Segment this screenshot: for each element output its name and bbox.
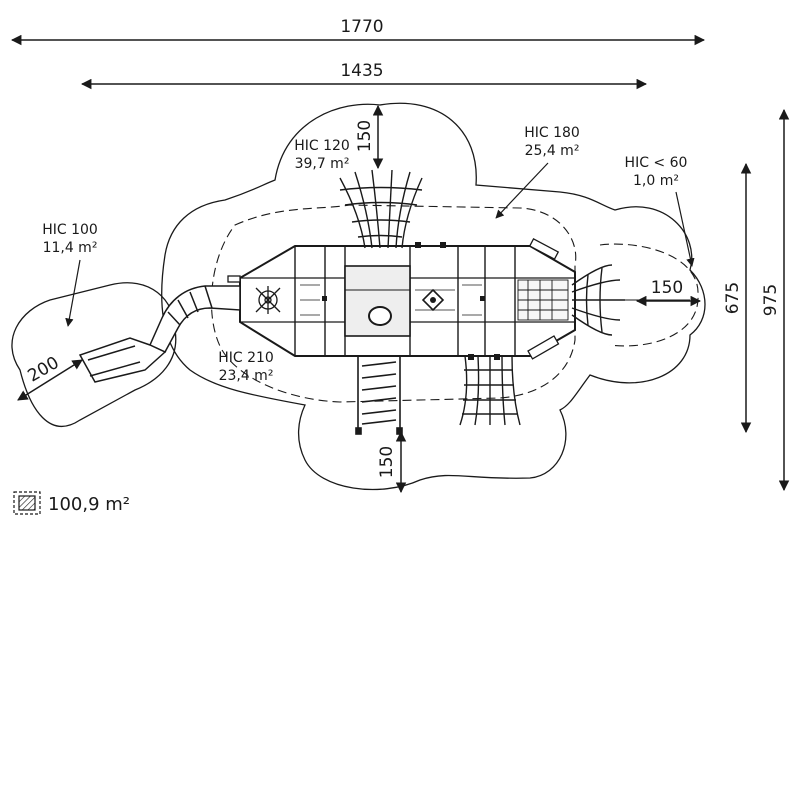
hic-120-label: HIC 120 xyxy=(294,138,350,154)
deco-wheel-icon xyxy=(255,286,281,314)
dimension-structure-width: 1435 xyxy=(80,61,648,90)
total-area-label: 100,9 m² xyxy=(48,494,130,515)
diamond-panel-icon xyxy=(421,288,445,312)
right-clearance-label: 150 xyxy=(651,278,683,298)
dimension-right-clearance: 150 xyxy=(635,278,702,307)
hic-zone-60: HIC < 60 1,0 m² xyxy=(625,155,695,267)
hic-60-label: HIC < 60 xyxy=(625,155,688,171)
top-clearance-label: 150 xyxy=(355,120,375,152)
hic-180-label: HIC 180 xyxy=(524,125,580,141)
hic-zone-120: HIC 120 39,7 m² xyxy=(294,138,350,172)
overall-depth-label: 975 xyxy=(761,284,781,316)
hic-210-area: 23,4 m² xyxy=(219,368,274,384)
hic-210-label: HIC 210 xyxy=(218,350,274,366)
hic-zone-210: HIC 210 23,4 m² xyxy=(218,350,274,384)
dimension-top-clearance: 150 xyxy=(355,104,384,170)
hatched-square-icon xyxy=(13,491,41,515)
dimension-bottom-clearance: 150 xyxy=(377,430,407,494)
top-cargo-net xyxy=(339,169,423,249)
dimension-overall-width: 1770 xyxy=(10,17,706,46)
bottom-cargo-net xyxy=(459,355,521,426)
bottom-clearance-label: 150 xyxy=(377,446,397,478)
play-structure xyxy=(78,169,690,435)
structure-width-label: 1435 xyxy=(340,61,383,81)
dimension-structure-depth: 675 xyxy=(723,162,752,434)
structure-depth-label: 675 xyxy=(723,282,743,314)
area-legend: 100,9 m² xyxy=(13,491,130,515)
slide-clearance-label: 200 xyxy=(24,353,62,387)
bottom-ladder xyxy=(355,356,403,435)
overall-width-label: 1770 xyxy=(340,17,383,37)
hic-180-area: 25,4 m² xyxy=(525,143,580,159)
hic-100-label: HIC 100 xyxy=(42,222,98,238)
hic-120-area: 39,7 m² xyxy=(295,156,350,172)
dimension-overall-depth: 975 xyxy=(761,108,790,492)
grid-panel xyxy=(517,279,569,321)
right-cargo-net xyxy=(571,264,690,336)
hic-60-area: 1,0 m² xyxy=(633,173,679,189)
hic-100-area: 11,4 m² xyxy=(43,240,98,256)
tube-slide xyxy=(78,285,241,383)
hic-zone-100: HIC 100 11,4 m² xyxy=(42,222,98,327)
hic-zone-180: HIC 180 25,4 m² xyxy=(495,125,580,219)
